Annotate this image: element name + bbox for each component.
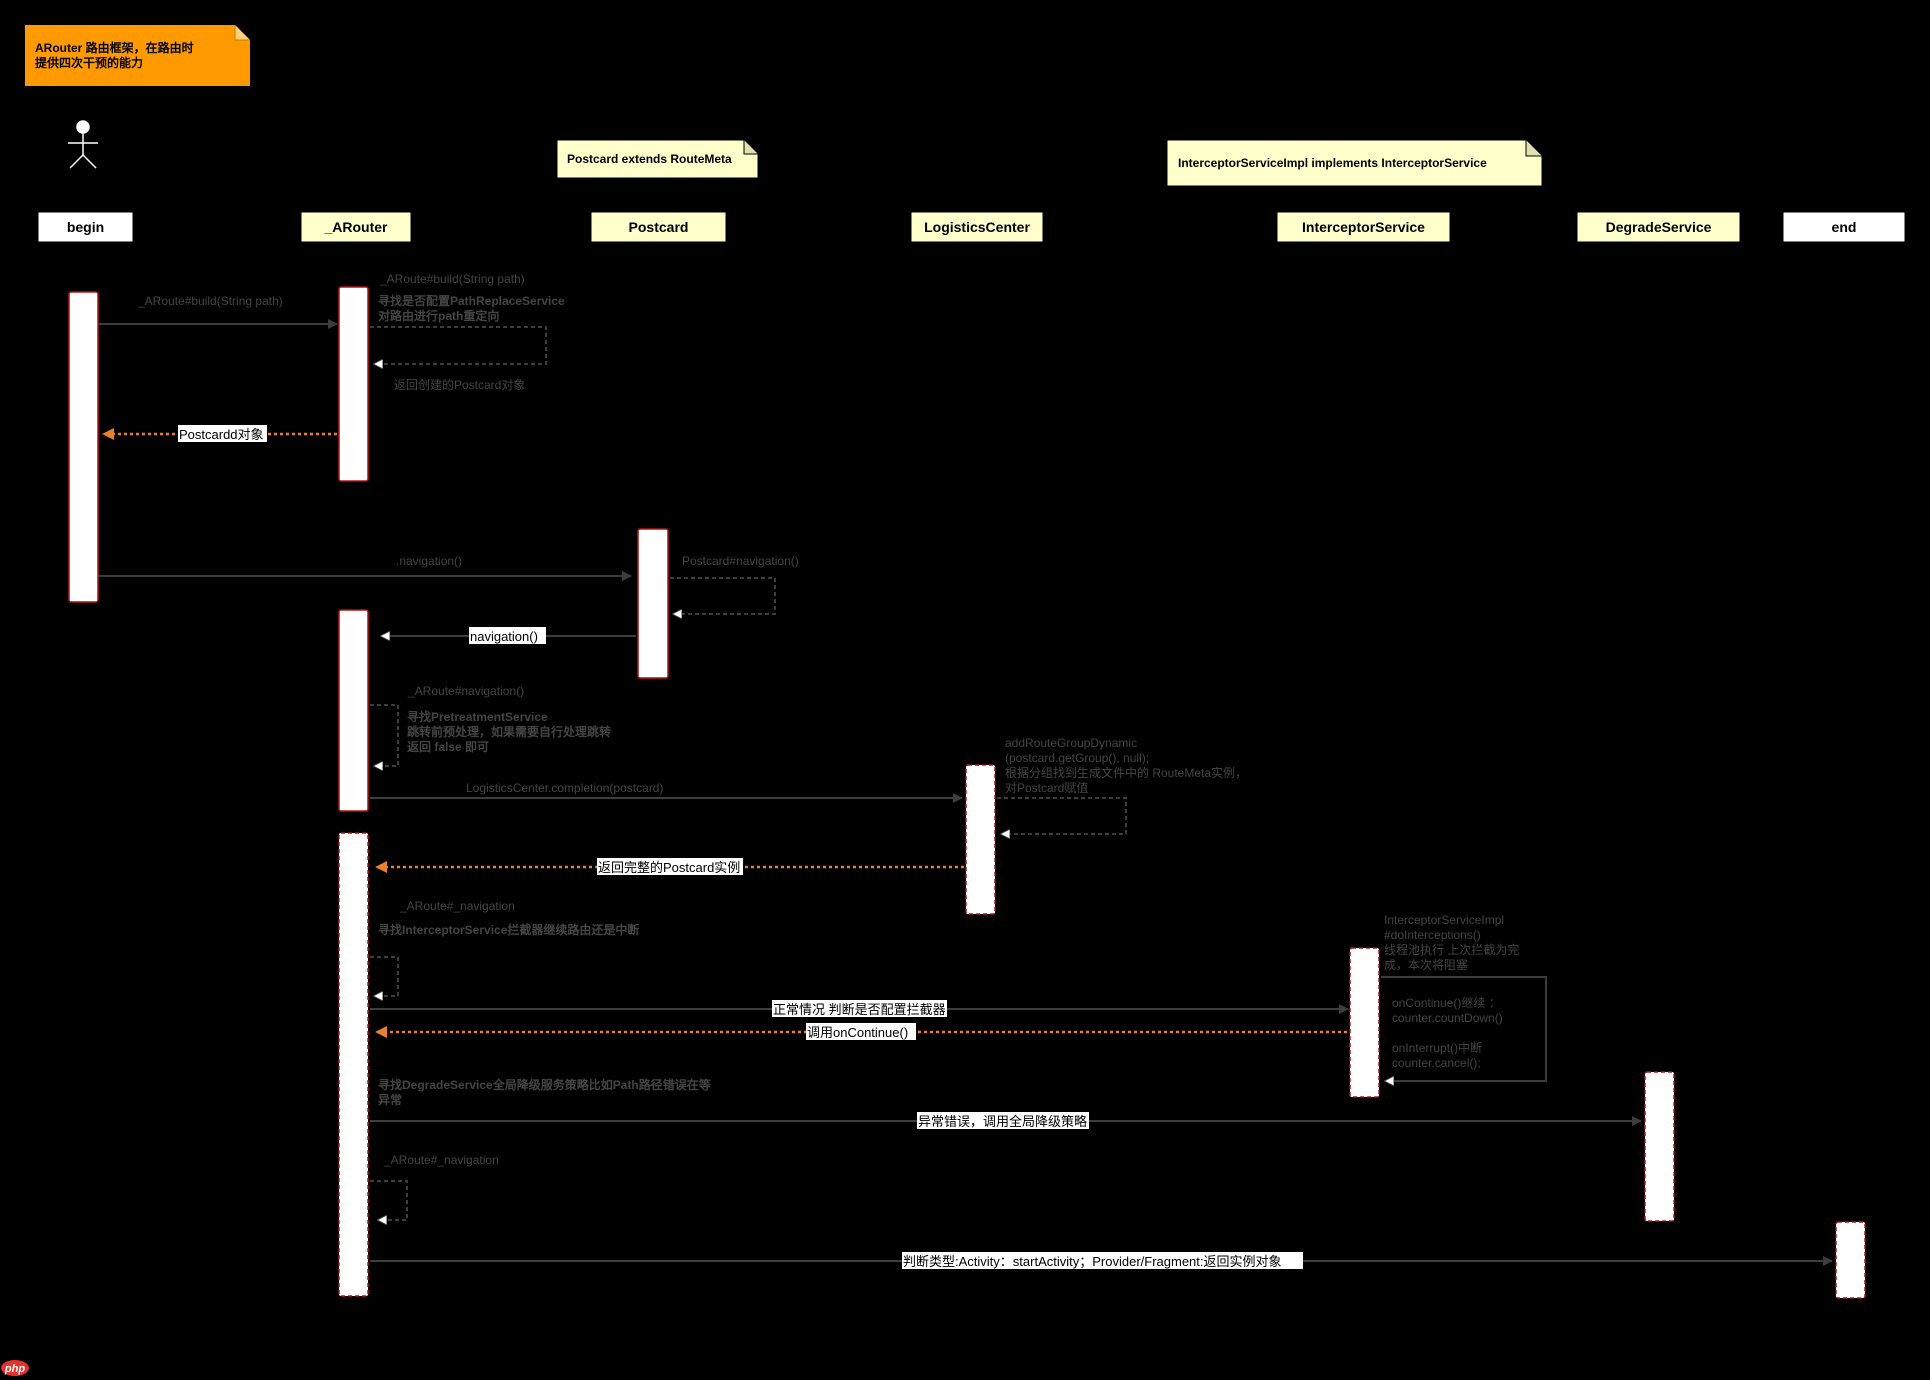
note-interceptor-impl: InterceptorServiceImpl implements Interc… <box>1166 139 1543 187</box>
activation-arouter-1 <box>338 286 369 482</box>
impl-line2: #doInterceptions() <box>1384 928 1481 942</box>
degrade-line1: 寻找DegradeService全局降级服务策略比如Path路径错误在等 <box>378 1077 711 1092</box>
add-group-line2: (postcard.getGroup(), null); <box>1005 751 1149 765</box>
participant-arouter-label: _ARouter <box>323 219 388 235</box>
msg-normal-check-label: 正常情况 判断是否配置拦截器 <box>773 1002 946 1017</box>
participant-postcard-label: Postcard <box>629 219 689 235</box>
participant-degrade-service: DegradeService <box>1576 211 1741 243</box>
participant-postcard: Postcard <box>590 211 727 243</box>
note-postcard: Postcard extends RouteMeta <box>556 139 759 179</box>
msg-degrade-label: 异常错误，调用全局降级策略 <box>918 1114 1087 1129</box>
self-interceptor-arrow <box>1381 976 1547 1081</box>
self-arouter-nav-arrow <box>370 704 399 766</box>
arouter-underscore-nav2-title: _ARoute#_navigation <box>383 1153 499 1167</box>
add-group-line4: 对Postcard赋值 <box>1005 780 1088 795</box>
participant-arouter: _ARouter <box>300 211 412 243</box>
self-arouter-underscore-nav2-arrow <box>370 1180 408 1220</box>
msg-full-postcard-bg <box>597 858 743 875</box>
participant-interceptor-service-label: InterceptorService <box>1302 219 1425 235</box>
activation-arouter-2 <box>338 609 369 812</box>
self-build-arrow <box>370 326 547 364</box>
php-logo: php <box>1 1360 29 1376</box>
pretreat-line1: 寻找PretreatmentService <box>407 709 548 724</box>
on-interrupt-line2: counter.cancel(); <box>1392 1056 1481 1070</box>
self-build-line2: 对路由进行path重定向 <box>378 308 499 323</box>
impl-line4: 成，本次将阻塞 <box>1384 957 1468 972</box>
msg-logistics-label: LogisticsCenter.completion(postcard) <box>466 781 663 795</box>
pretreat-line3: 返回 false 即可 <box>407 739 489 754</box>
self-postcard-nav-arrow <box>670 577 776 614</box>
find-interceptor-label: 寻找InterceptorService拦截器继续路由还是中断 <box>378 922 639 937</box>
msg-on-continue-bg <box>806 1023 916 1040</box>
msg-final-judge-label: 判断类型:Activity：startActivity；Provider/Fra… <box>903 1254 1282 1270</box>
on-continue-line1: onContinue()继续 ： <box>1392 996 1501 1010</box>
on-interrupt-line1: onInterrupt()中断 <box>1392 1040 1482 1055</box>
participant-logistics-center-label: LogisticsCenter <box>924 219 1030 235</box>
msg-final-judge-bg <box>902 1252 1303 1269</box>
self-arouter-underscore-nav-arrow <box>370 956 399 996</box>
msg-full-postcard-label: 返回完整的Postcard实例 <box>598 860 740 875</box>
title-note: ARouter 路由框架，在路由时 提供四次干预的能力 <box>25 25 250 86</box>
actor-icon <box>68 120 98 169</box>
on-continue-line2: counter.countDown() <box>1392 1011 1503 1025</box>
activation-arouter-3 <box>338 832 369 1297</box>
activation-postcard <box>637 528 669 679</box>
add-group-line1: addRouteGroupDynamic <box>1005 736 1137 750</box>
activation-logistics-center <box>965 764 996 915</box>
self-postcard-nav-title: Postcard#navigation() <box>682 554 799 568</box>
pretreat-line2: 跳转前预处理，如果需要自行处理跳转 <box>407 724 611 739</box>
impl-line3: 线程池执行 上次拦截为完 <box>1384 942 1519 957</box>
participant-begin: begin <box>37 211 134 243</box>
activation-degrade-service <box>1644 1071 1675 1222</box>
participant-end-label: end <box>1832 219 1857 235</box>
msg-degrade-bg <box>917 1112 1089 1129</box>
arouter-underscore-nav-title: _ARoute#_navigation <box>399 899 515 913</box>
add-group-line3: 根据分组找到生成文件中的 RouteMeta实例， <box>1005 765 1247 780</box>
title-note-line1: ARouter 路由框架，在路由时 <box>35 40 194 55</box>
participant-interceptor-service: InterceptorService <box>1276 211 1451 243</box>
activation-end <box>1835 1221 1866 1299</box>
msg-on-continue-label: 调用onContinue() <box>807 1025 908 1040</box>
msg-normal-check-bg <box>772 1000 947 1017</box>
activation-begin <box>68 291 99 603</box>
msg-navigation-back-bg <box>469 627 546 644</box>
self-build-title: _ARoute#build(String path) <box>379 272 525 286</box>
participant-begin-label: begin <box>67 219 104 235</box>
impl-line1: InterceptorServiceImpl <box>1384 913 1504 927</box>
self-build-return-label: 返回创建的Postcard对象 <box>394 377 525 392</box>
msg-navigation-label: .navigation() <box>396 554 462 568</box>
title-note-line2: 提供四次干预的能力 <box>35 55 143 70</box>
activation-interceptor-service <box>1349 947 1380 1098</box>
php-logo-text: php <box>4 1363 25 1375</box>
msg-build-label: _ARoute#build(String path) <box>137 294 283 308</box>
self-build-line1: 寻找是否配置PathReplaceService <box>378 293 565 308</box>
participant-end: end <box>1782 211 1906 243</box>
degrade-line2: 异常 <box>378 1092 402 1107</box>
msg-navigation-back-label: navigation() <box>470 629 538 644</box>
msg-postcard-return-bg <box>178 425 267 442</box>
participant-logistics-center: LogisticsCenter <box>910 211 1044 243</box>
self-arouter-nav-title: _ARoute#navigation() <box>407 684 524 698</box>
self-logistics-arrow <box>997 797 1127 834</box>
note-interceptor-impl-text: InterceptorServiceImpl implements Interc… <box>1178 156 1487 170</box>
msg-postcard-return-label: Postcardd对象 <box>179 427 264 442</box>
participant-degrade-service-label: DegradeService <box>1606 219 1712 235</box>
note-postcard-text: Postcard extends RouteMeta <box>567 152 732 166</box>
